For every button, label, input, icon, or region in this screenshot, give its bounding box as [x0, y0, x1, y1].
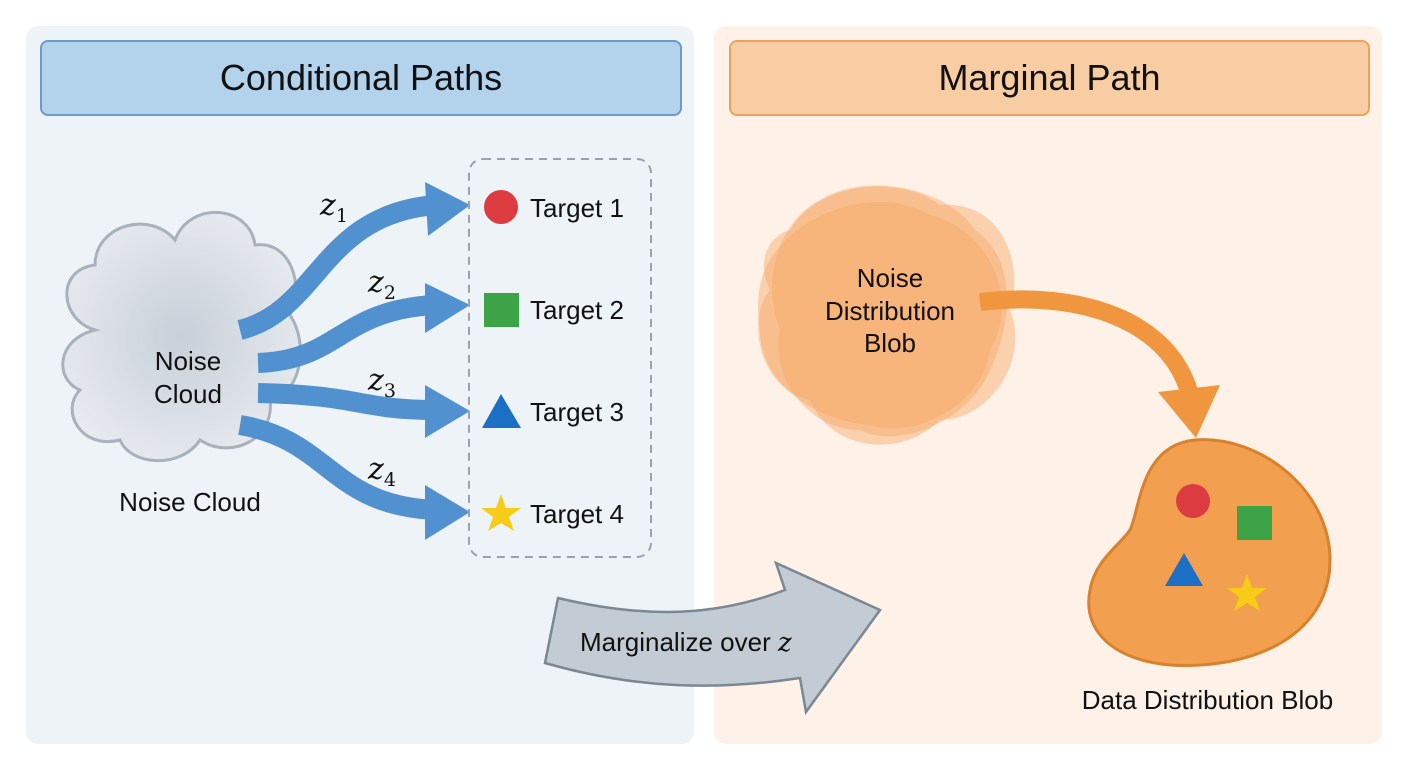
data-distribution-blob — [1087, 438, 1332, 668]
marginal-path-title: Marginal Path — [938, 57, 1161, 98]
star-icon — [481, 494, 521, 531]
target-3-label: Target 3 — [530, 397, 624, 427]
data-blob-caption: Data Distribution Blob — [1081, 685, 1334, 715]
marginalize-arrow — [543, 560, 882, 716]
z1-label: z1 — [320, 188, 348, 227]
conditional-paths-header: Conditional Paths — [40, 40, 682, 116]
arrow-z4 — [238, 415, 436, 520]
noise-cloud-inner-line1: Noise — [154, 346, 222, 376]
target-2-label: Target 2 — [530, 295, 624, 325]
targets-box — [468, 158, 652, 558]
target-4-label: Target 4 — [530, 499, 624, 529]
noise-blob-line3: Blob — [863, 328, 917, 358]
square-icon — [484, 293, 519, 327]
triangle-icon — [482, 394, 521, 428]
marginalize-label: Marginalize over z — [580, 626, 792, 660]
noise-blob-line2: Distribution — [824, 295, 956, 326]
noise-blob-line1: Noise — [856, 263, 924, 293]
circle-icon — [484, 190, 518, 224]
arrow-z3 — [257, 383, 436, 420]
arrowhead-z1 — [425, 182, 470, 236]
noise-distribution-blob — [758, 185, 1016, 445]
data-circle-icon — [1176, 484, 1210, 518]
z2-label: z2 — [368, 265, 396, 304]
arrow-z1 — [237, 195, 436, 340]
marginal-arrow — [978, 290, 1199, 398]
marginalize-var: z — [777, 628, 792, 658]
conditional-paths-title: Conditional Paths — [219, 57, 503, 98]
z4-label: z4 — [368, 452, 396, 491]
conditional-arrowheads — [425, 182, 470, 540]
z3-label: z3 — [368, 363, 396, 402]
data-star-icon — [1227, 574, 1267, 611]
noise-cloud-inner-line2: Cloud — [154, 378, 222, 409]
arrowhead-z4 — [425, 485, 470, 540]
noise-blob-label: Noise Distribution Blob — [810, 262, 970, 360]
marginalize-text: Marginalize over — [580, 627, 778, 657]
marginal-path-header: Marginal Path — [729, 40, 1370, 116]
target-1-label: Target 1 — [530, 193, 624, 223]
noise-cloud-inner-label: Noise Cloud — [128, 345, 248, 410]
noise-cloud-caption: Noise Cloud — [119, 487, 261, 517]
arrowhead-z2 — [425, 283, 470, 333]
arrow-z2 — [257, 295, 436, 373]
arrowhead-z3 — [425, 385, 470, 438]
data-triangle-icon — [1165, 553, 1203, 586]
conditional-arrows — [237, 195, 436, 520]
marginal-arrowhead — [1158, 385, 1220, 438]
data-square-icon — [1237, 506, 1272, 540]
